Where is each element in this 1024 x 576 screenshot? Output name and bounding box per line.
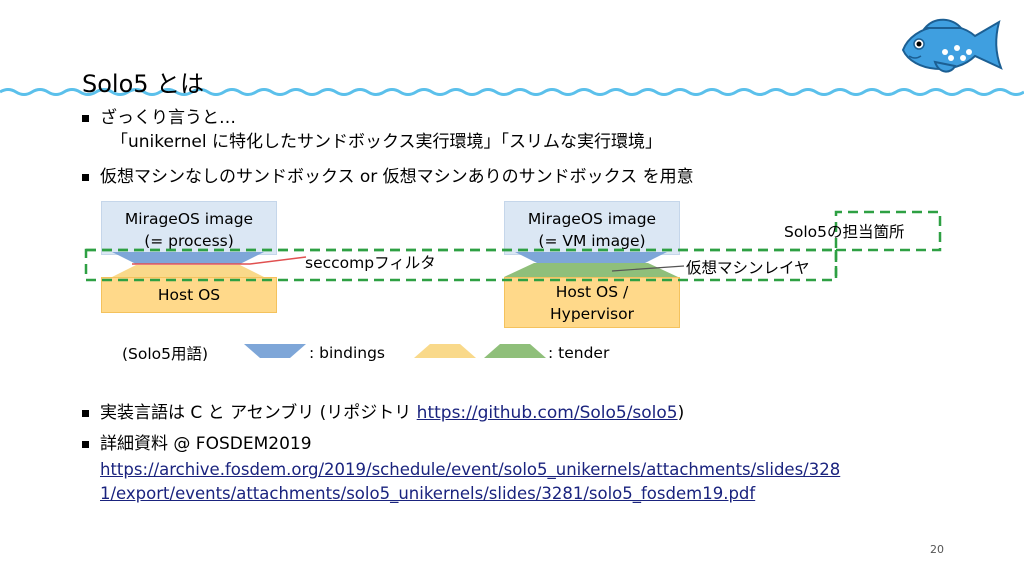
solo5-scope-dashed-region xyxy=(84,210,942,282)
bullet-marker xyxy=(82,174,89,181)
bullet-marker xyxy=(82,410,89,417)
seccomp-filter-line xyxy=(132,256,307,265)
host-os-label: Host OS xyxy=(157,286,221,304)
bullet-marker xyxy=(82,115,89,122)
mirageos-vm-line-2: (= VM image) xyxy=(538,232,646,250)
legend-tender-green-shape xyxy=(484,344,546,358)
mirageos-process-box: MirageOS image (= process) xyxy=(101,201,277,255)
host-os-box: Host OS xyxy=(101,277,277,313)
bullet-3-suffix: ) xyxy=(677,403,685,423)
legend-prefix: (Solo5用語) xyxy=(122,345,209,363)
page-number: 20 xyxy=(930,543,944,556)
bullet-3-text: 実装言語は C と アセンブリ (リポジトリ https://github.co… xyxy=(100,402,684,424)
seccomp-label: seccompフィルタ xyxy=(305,254,436,272)
mirageos-process-line-2: (= process) xyxy=(144,232,234,250)
solo5-scope-label: Solo5の担当箇所 xyxy=(784,223,905,241)
fish-icon xyxy=(901,18,1003,73)
github-repo-link[interactable]: https://github.com/Solo5/solo5 xyxy=(416,403,678,423)
tender-shape-left xyxy=(112,265,264,277)
host-os-hypervisor-box: Host OS / Hypervisor xyxy=(504,277,680,328)
legend-bindings-label: : bindings xyxy=(309,344,386,362)
host-os-hypervisor-line-1: Host OS / xyxy=(555,283,629,301)
bullet-4-line-1: 詳細資料 @ FOSDEM2019 xyxy=(100,434,312,454)
fosdem-link-line-1[interactable]: https://archive.fosdem.org/2019/schedule… xyxy=(100,460,841,479)
mirageos-process-line-1: MirageOS image xyxy=(124,210,254,228)
vm-layer-label: 仮想マシンレイヤ xyxy=(686,259,810,277)
host-os-hypervisor-line-2: Hypervisor xyxy=(550,305,634,323)
bullet-3-prefix: 実装言語は C と アセンブリ (リポジトリ xyxy=(100,403,417,423)
bullet-2-text: 仮想マシンなしのサンドボックス or 仮想マシンありのサンドボックス を用意 xyxy=(100,167,694,187)
page-title: Solo5 とは xyxy=(82,70,205,98)
legend-tender-label: : tender xyxy=(548,344,610,362)
bullet-marker xyxy=(82,441,89,448)
bindings-shape-right xyxy=(515,252,667,264)
mirageos-vm-box: MirageOS image (= VM image) xyxy=(504,201,680,255)
bullet-1-line-1: ざっくり言うと… xyxy=(100,108,236,128)
fosdem-link-line-2[interactable]: 1/export/events/attachments/solo5_uniker… xyxy=(100,484,756,503)
mirageos-vm-line-1: MirageOS image xyxy=(527,210,657,228)
header-wave-line xyxy=(0,88,1024,96)
bullet-1-line-2: 「unikernel に特化したサンドボックス実行環境」「スリムな実行環境」 xyxy=(111,132,663,152)
legend-bindings-shape xyxy=(244,344,306,358)
tender-shape-right xyxy=(504,263,678,277)
vm-layer-pointer-line xyxy=(611,265,685,272)
legend-tender-yellow-shape xyxy=(414,344,476,358)
bindings-shape-left xyxy=(112,252,264,264)
